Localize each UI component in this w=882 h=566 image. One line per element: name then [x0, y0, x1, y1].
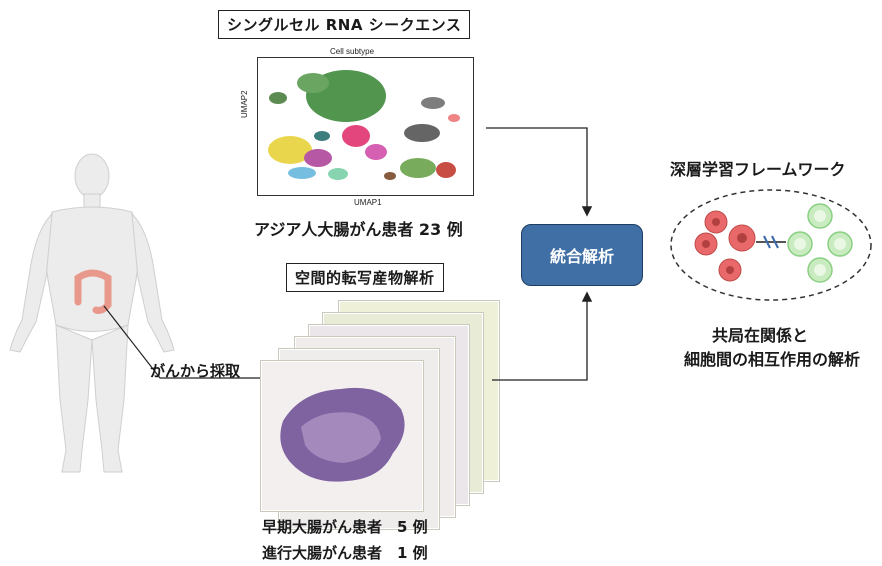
human-body-illustration — [9, 153, 175, 473]
scrnaseq-caption: アジア人大腸がん患者 23 例 — [254, 220, 463, 239]
cell-interaction-illustration — [670, 189, 872, 301]
umap-plot — [257, 57, 474, 196]
deep-learning-title: 深層学習フレームワーク — [670, 160, 846, 179]
spatial-caption-advanced: 進行大腸がん患者 1 例 — [262, 544, 428, 562]
slide-1 — [260, 360, 424, 512]
sampling-label: がんから採取 — [150, 362, 241, 380]
spatial-title: 空間的転写産物解析 — [286, 263, 444, 292]
deep-learning-result-line1: 共局在関係と — [712, 326, 809, 345]
umap-scatter — [268, 70, 460, 180]
colon-icon — [74, 269, 112, 314]
integration-box: 統合解析 — [521, 224, 643, 286]
scrnaseq-title: シングルセル RNA シークエンス — [218, 10, 471, 39]
he-tissue-section — [280, 387, 405, 482]
umap-title: Cell subtype — [330, 47, 375, 56]
receptor-icon — [756, 235, 786, 249]
slide-stack — [260, 300, 500, 530]
umap-xlabel: UMAP1 — [354, 198, 382, 207]
deep-learning-result-line2: 細胞間の相互作用の解析 — [684, 350, 861, 369]
spatial-caption-early: 早期大腸がん患者 5 例 — [262, 518, 428, 536]
